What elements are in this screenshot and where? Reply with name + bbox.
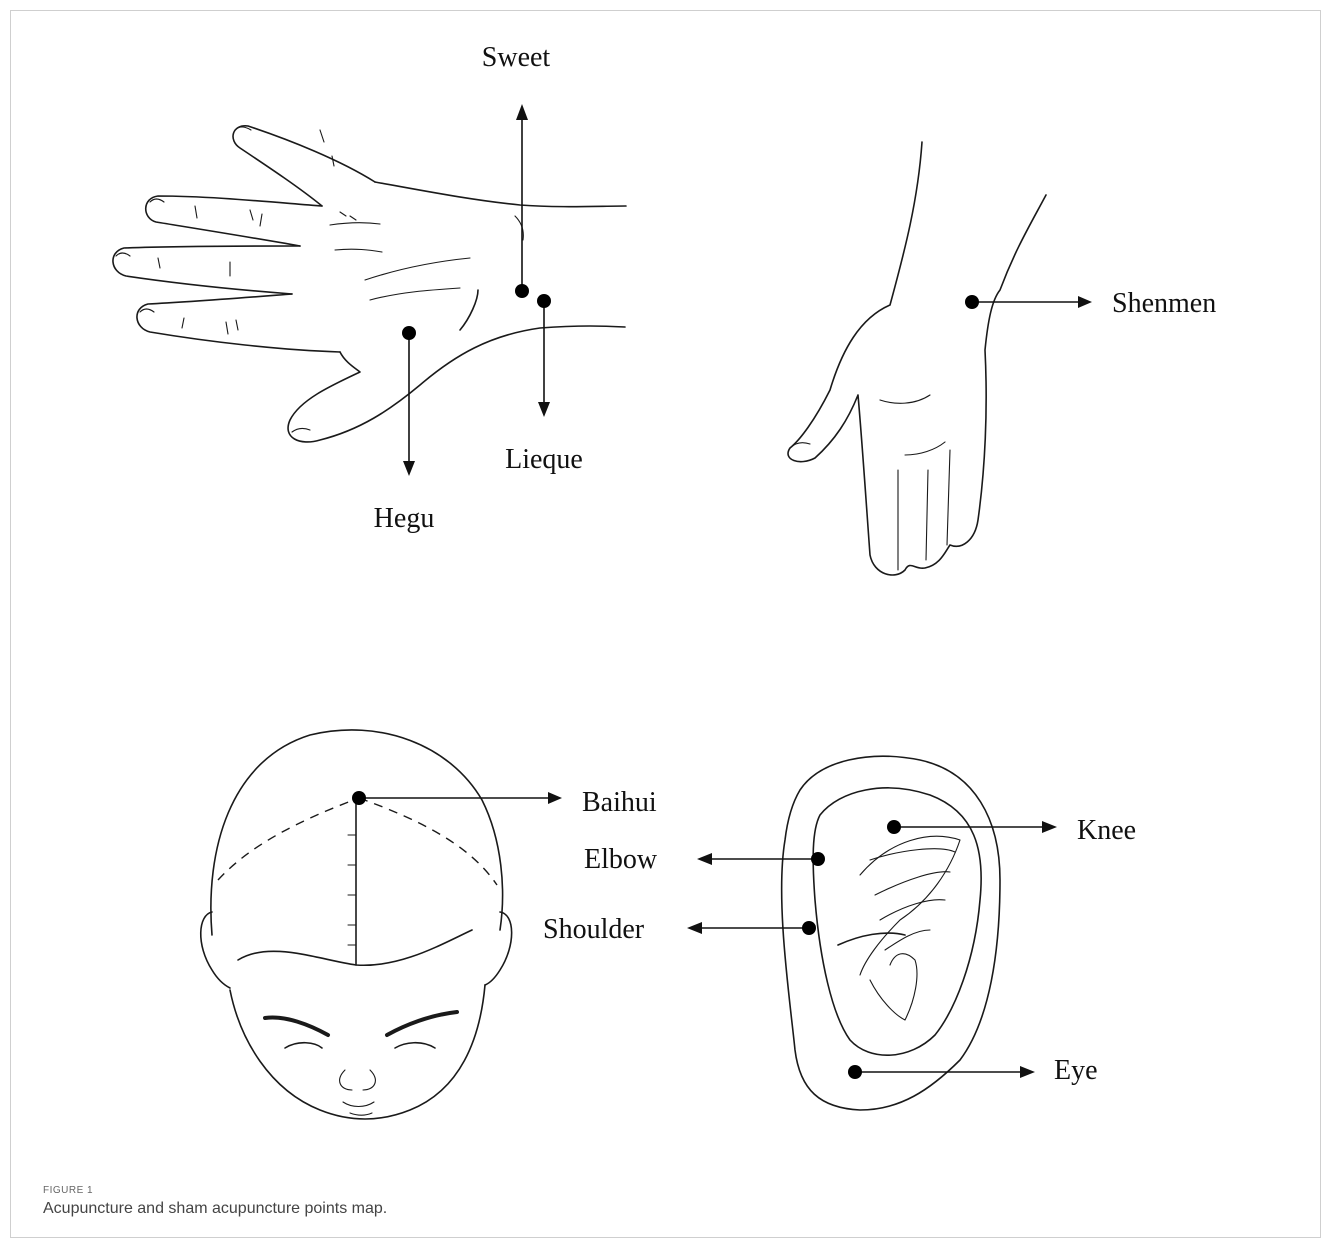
knee-point-dot — [887, 820, 901, 834]
eye-point-dot — [848, 1065, 862, 1079]
label-elbow: Elbow — [584, 844, 658, 875]
ear-drawing — [782, 756, 1000, 1110]
sweet-pointer — [515, 104, 529, 298]
shenmen-pointer — [965, 295, 1092, 309]
label-sweet: Sweet — [482, 42, 551, 73]
elbow-pointer — [697, 852, 825, 866]
hegu-point-dot — [402, 326, 416, 340]
elbow-point-dot — [811, 852, 825, 866]
label-shenmen: Shenmen — [1112, 288, 1216, 319]
label-knee: Knee — [1077, 815, 1136, 846]
hegu-pointer — [402, 326, 416, 476]
baihui-point-dot — [352, 791, 366, 805]
shenmen-point-dot — [965, 295, 979, 309]
label-lieque: Lieque — [505, 444, 583, 475]
label-shoulder: Shoulder — [543, 914, 645, 945]
figure-caption: FIGURE 1 Acupuncture and sham acupunctur… — [43, 1185, 387, 1218]
baihui-pointer — [352, 791, 562, 805]
sweet-point-dot — [515, 284, 529, 298]
hand-palm-drawing — [788, 142, 1046, 575]
lieque-point-dot — [537, 294, 551, 308]
caption-text: Acupuncture and sham acupuncture points … — [43, 1200, 387, 1218]
head-drawing — [201, 730, 512, 1119]
hand-dorsal-drawing — [113, 126, 626, 442]
caption-label: FIGURE 1 — [43, 1185, 387, 1196]
acupuncture-points-diagram: Sweet Lieque Hegu Shenmen Baihui Elbow S… — [0, 0, 1331, 1180]
label-hegu: Hegu — [374, 503, 435, 534]
label-eye: Eye — [1054, 1055, 1098, 1086]
lieque-pointer — [537, 294, 551, 417]
shoulder-pointer — [687, 921, 816, 935]
shoulder-point-dot — [802, 921, 816, 935]
label-baihui: Baihui — [582, 787, 657, 818]
